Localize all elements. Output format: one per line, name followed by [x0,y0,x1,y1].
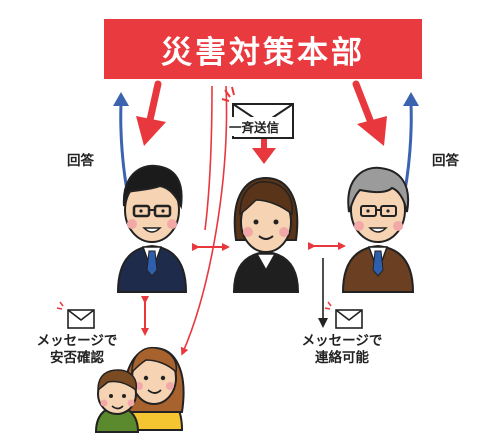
broadcast-label: 一斉送信 [228,117,281,136]
hq-to-family-line [180,85,228,356]
reply-label-left: 回答 [67,153,94,169]
contact-line1: メッセージで [301,333,383,349]
elder-figure [341,166,415,293]
hq-title: 災害対策本部 [161,34,365,71]
contact-label: メッセージで 連絡可能 [283,333,401,367]
hq-to-left-arrow [136,80,166,146]
safety-check-line2: 安否確認 [50,350,104,366]
safety-check-label: メッセージで 安否確認 [18,333,136,367]
woman-contact-arrow [318,258,328,328]
hq-to-right-arrow [352,80,387,146]
contact-envelope-icon [324,301,363,329]
broadcast-down-arrow [252,139,276,164]
hq-banner: 災害対策本部 [104,19,422,79]
hq-broadcast-line-left [204,85,213,231]
contact-line2: 連絡可能 [315,350,369,366]
woman-figure [232,176,300,293]
man-figure [116,164,188,293]
safety-check-line1: メッセージで [36,333,118,349]
safety-envelope-icon [56,301,95,329]
family-figure [94,346,185,433]
reply-label-right: 回答 [432,153,459,169]
